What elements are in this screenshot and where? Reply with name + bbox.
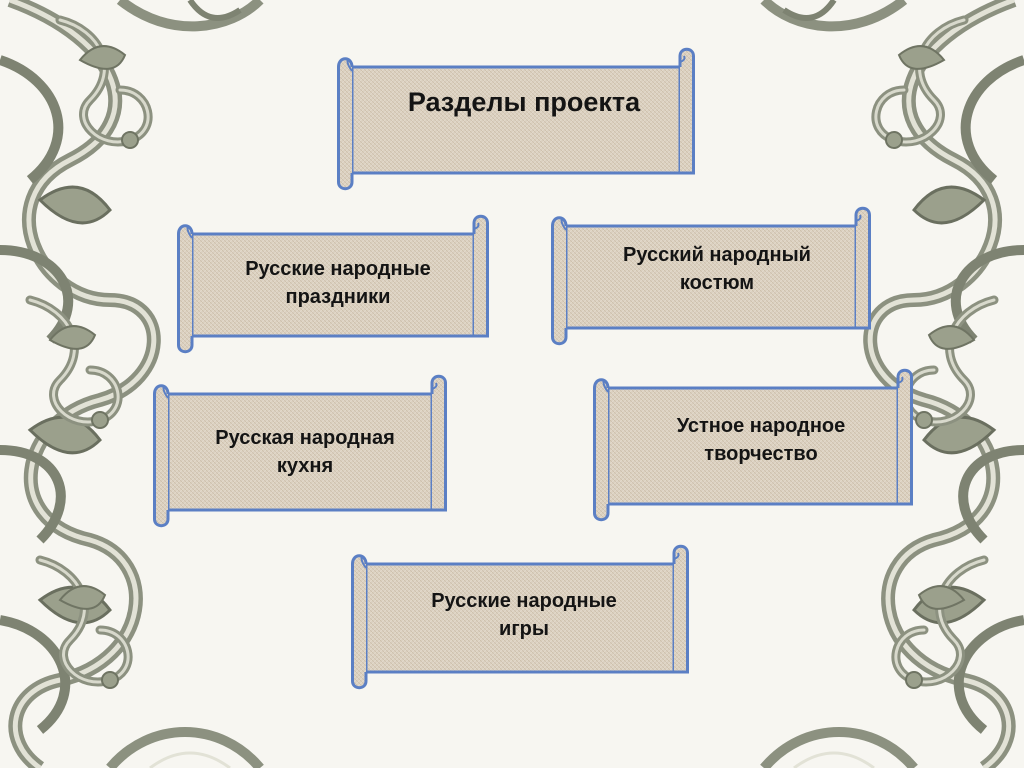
scroll-left-roll bbox=[337, 57, 354, 191]
scroll-left-curl bbox=[560, 217, 567, 231]
right-ornament bbox=[863, 0, 1024, 768]
left-ornament bbox=[0, 0, 161, 768]
section-scroll-holidays: Русские народные праздники bbox=[174, 214, 492, 354]
scroll-left-roll bbox=[593, 378, 610, 522]
scroll-right-curl bbox=[679, 55, 686, 63]
scroll-frame bbox=[153, 374, 447, 528]
title-scroll: Разделы проекта bbox=[334, 47, 698, 191]
scroll-right-roll bbox=[672, 544, 689, 674]
scroll-frame bbox=[593, 368, 913, 522]
top-ornament bbox=[116, 0, 908, 32]
section-scroll-folklore: Устное народное творчество bbox=[590, 368, 916, 522]
scroll-right-roll bbox=[472, 214, 489, 338]
scroll-right-roll bbox=[854, 206, 871, 330]
scroll-right-curl bbox=[897, 376, 904, 384]
scroll-left-roll bbox=[153, 384, 170, 528]
scroll-right-curl bbox=[673, 552, 680, 560]
scroll-frame bbox=[337, 47, 695, 191]
scroll-frame bbox=[351, 544, 689, 690]
scroll-left-roll bbox=[351, 554, 368, 690]
scroll-left-curl bbox=[360, 555, 367, 569]
section-scroll-games: Русские народные игры bbox=[348, 544, 692, 690]
scroll-right-curl bbox=[473, 222, 480, 230]
scroll-left-roll bbox=[177, 224, 194, 354]
section-scroll-costume: Русский народный костюм bbox=[548, 206, 874, 346]
scroll-left-curl bbox=[602, 379, 609, 393]
section-scroll-cuisine: Русская народная кухня bbox=[150, 374, 450, 528]
scroll-right-roll bbox=[896, 368, 913, 506]
section-label-cuisine: Русская народная кухня bbox=[215, 427, 395, 477]
scroll-frame bbox=[551, 206, 871, 346]
scroll-right-roll bbox=[678, 47, 695, 175]
scroll-right-roll bbox=[430, 374, 447, 512]
section-label-holidays: Русские народные праздники bbox=[245, 258, 431, 308]
scroll-left-curl bbox=[186, 225, 193, 239]
scroll-left-roll bbox=[551, 216, 568, 346]
scroll-right-curl bbox=[431, 382, 438, 390]
scroll-frame bbox=[177, 214, 489, 354]
scroll-left-curl bbox=[346, 58, 353, 72]
scroll-left-curl bbox=[162, 385, 169, 399]
scroll-right-curl bbox=[855, 214, 862, 222]
section-label-costume: Русский народный костюм bbox=[623, 244, 811, 294]
bottom-ornament bbox=[106, 727, 918, 768]
section-label-games: Русские народные игры bbox=[431, 590, 617, 640]
section-label-folklore: Устное народное творчество bbox=[676, 415, 846, 465]
section-title: Разделы проекта bbox=[407, 87, 641, 118]
